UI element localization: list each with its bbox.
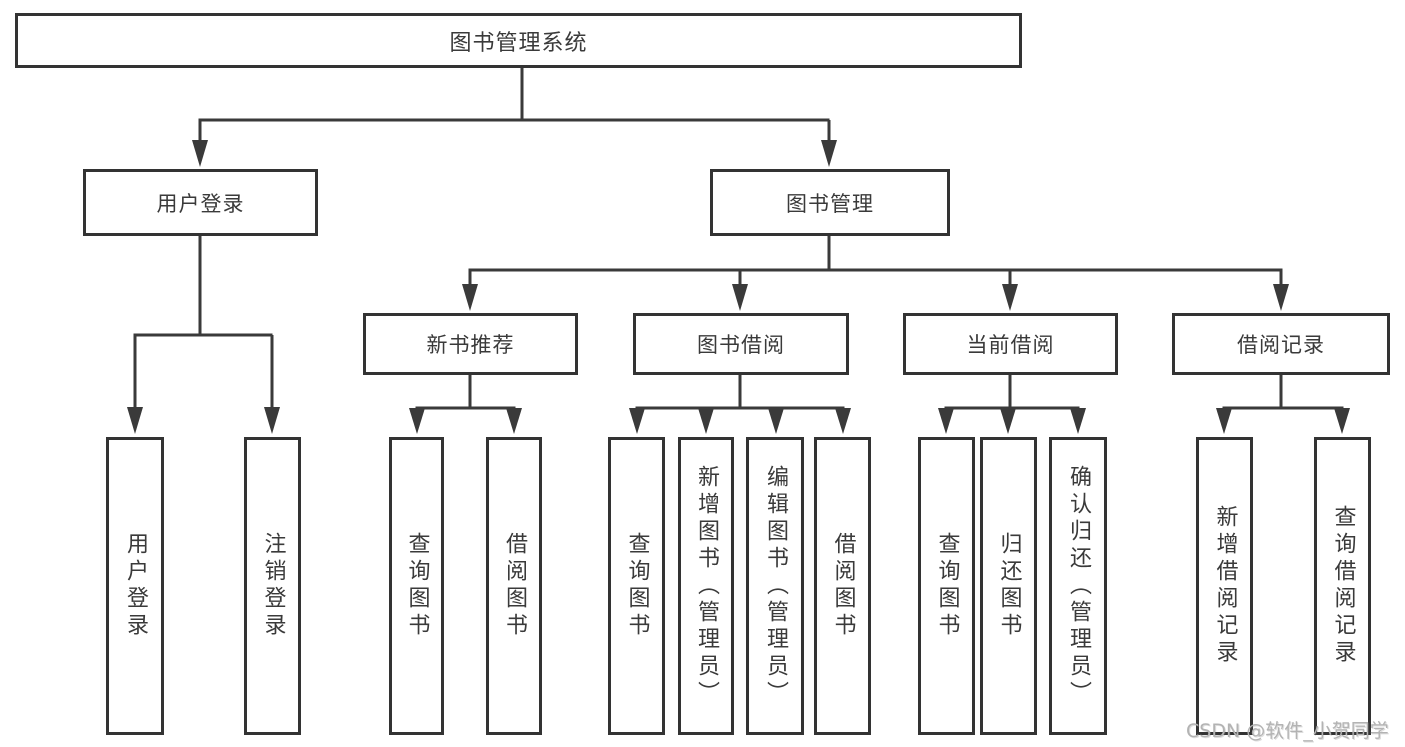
node-label: 查询图书 — [934, 532, 960, 640]
connector-new-book-branch — [409, 375, 522, 434]
node-leaf-edit-books-admin: 编辑图书（管理员） — [746, 437, 804, 735]
node-leaf-query-borrow-record: 查询借阅记录 — [1314, 437, 1371, 735]
connector-root-to-level2 — [192, 68, 837, 167]
node-label: 归还图书 — [996, 532, 1022, 640]
node-book-borrowing: 图书借阅 — [633, 313, 849, 375]
node-leaf-confirm-return-admin: 确认归还（管理员） — [1049, 437, 1107, 735]
node-leaf-user-login: 用户登录 — [106, 437, 164, 735]
node-leaf-borrow-books-recommend: 借阅图书 — [486, 437, 542, 735]
node-leaf-add-borrow-record: 新增借阅记录 — [1196, 437, 1253, 735]
node-leaf-query-books-current: 查询图书 — [918, 437, 975, 735]
node-leaf-return-books: 归还图书 — [980, 437, 1037, 735]
node-label: 查询借阅记录 — [1330, 505, 1356, 667]
connector-user-login-branch — [127, 236, 280, 434]
node-label: 借阅图书 — [502, 532, 527, 640]
node-user-login: 用户登录 — [83, 169, 318, 236]
connector-book-mgmt-branch — [462, 236, 1289, 311]
node-label: 用户登录 — [123, 532, 148, 640]
node-label: 编辑图书（管理员） — [763, 464, 788, 708]
connector-current-borrow-branch — [938, 375, 1086, 434]
node-leaf-add-books-admin: 新增图书（管理员） — [678, 437, 734, 735]
node-leaf-query-books-recommend: 查询图书 — [389, 437, 444, 735]
node-label: 图书管理系统 — [449, 30, 588, 56]
node-library-management-system: 图书管理系统 — [15, 13, 1022, 68]
node-borrowing-records: 借阅记录 — [1172, 313, 1390, 375]
connector-borrow-records-branch — [1216, 375, 1350, 434]
node-label: 借阅图书 — [830, 532, 856, 640]
node-leaf-borrow-books-borrowing: 借阅图书 — [814, 437, 871, 735]
node-new-book-recommend: 新书推荐 — [363, 313, 578, 375]
node-label: 查询图书 — [404, 532, 430, 640]
node-label: 查询图书 — [624, 532, 650, 640]
node-label: 注销登录 — [260, 532, 286, 640]
node-book-management: 图书管理 — [710, 169, 950, 236]
node-leaf-query-books-borrowing: 查询图书 — [608, 437, 665, 735]
node-label: 图书管理 — [786, 191, 874, 216]
node-leaf-logout: 注销登录 — [244, 437, 301, 735]
node-current-borrowing: 当前借阅 — [903, 313, 1118, 375]
node-label: 确认归还（管理员） — [1066, 464, 1091, 708]
node-label: 新增图书（管理员） — [694, 464, 719, 708]
node-label: 新书推荐 — [426, 333, 515, 357]
connector-book-borrow-branch — [629, 375, 851, 434]
node-label: 用户登录 — [156, 191, 245, 216]
node-label: 新增借阅记录 — [1212, 505, 1238, 667]
csdn-watermark: CSDN @软件_小贺同学 — [1186, 720, 1389, 742]
node-label: 图书借阅 — [697, 333, 785, 357]
node-label: 当前借阅 — [966, 333, 1055, 357]
node-label: 借阅记录 — [1237, 333, 1325, 357]
